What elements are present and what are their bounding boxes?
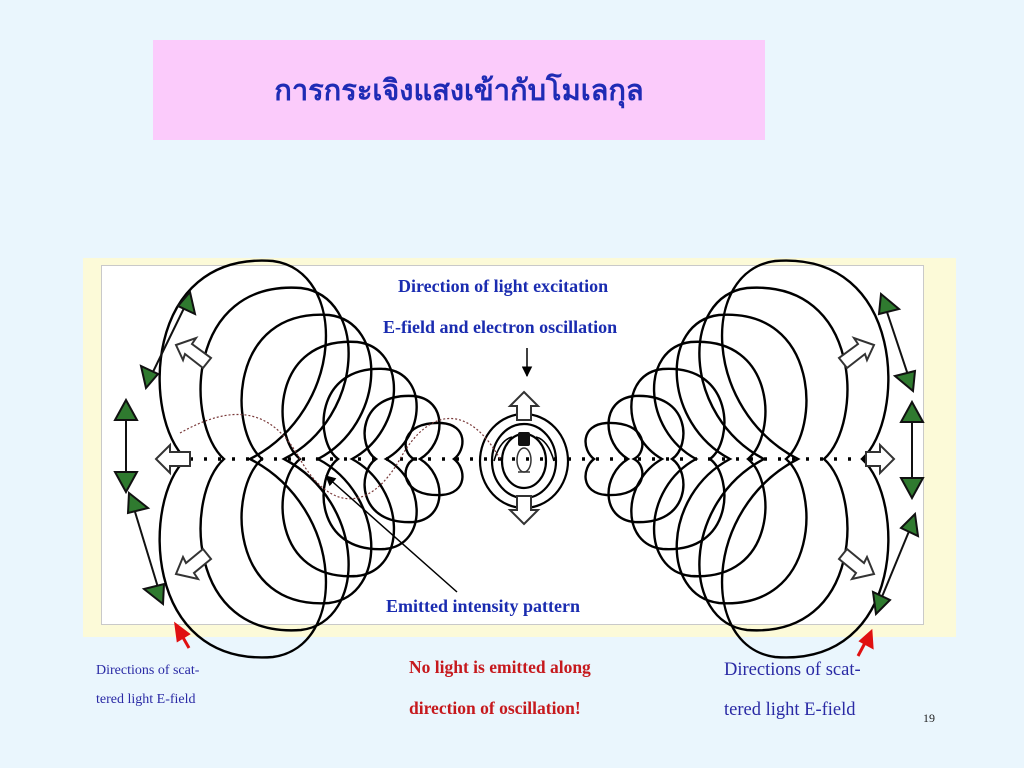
scattered-efield-arrows bbox=[113, 289, 925, 617]
upper-right-arrow-icon bbox=[837, 336, 876, 370]
right-lobe-contour bbox=[584, 421, 644, 497]
warning-caption-line2: direction of oscillation! bbox=[409, 698, 581, 718]
left-caption-line2: tered light E-field bbox=[96, 692, 196, 707]
upper-left-arrow-icon bbox=[174, 336, 213, 370]
right-arrow-icon bbox=[865, 442, 896, 476]
lower-right-arrow-icon bbox=[837, 547, 876, 581]
light-wave bbox=[179, 413, 501, 500]
right-caption-line2: tered light E-field bbox=[724, 700, 856, 720]
left-arrow-icon bbox=[154, 442, 191, 476]
right-lobe-contour bbox=[652, 340, 767, 578]
excitation-label-line2: E-field and electron oscillation bbox=[383, 317, 618, 337]
oscillating-electron-icon bbox=[516, 432, 532, 473]
title-box: การกระเจิงแสงเข้ากับโมเลกุล bbox=[153, 40, 765, 140]
red-pointers bbox=[174, 621, 874, 657]
excitation-label-line1: Direction of light excitation bbox=[398, 276, 609, 296]
left-caption-line1: Directions of scat- bbox=[96, 663, 200, 678]
intensity-pattern-label: Emitted intensity pattern bbox=[386, 596, 580, 616]
right-lobe-contour bbox=[698, 286, 849, 632]
left-lobe-contour bbox=[363, 394, 441, 524]
page-number: 19 bbox=[923, 711, 935, 725]
emission-direction-arrows bbox=[154, 336, 896, 581]
slide-title: การกระเจิงแสงเข้ากับโมเลกุล bbox=[274, 73, 644, 107]
left-lobe-contour bbox=[199, 286, 350, 632]
lower-left-arrow-icon bbox=[174, 547, 213, 581]
right-lobe-contour bbox=[675, 313, 808, 605]
left-lobe-contour bbox=[322, 367, 418, 551]
up-arrow-icon bbox=[507, 390, 541, 421]
right-lobe-contour bbox=[607, 394, 685, 524]
right-caption-line1: Directions of scat- bbox=[724, 660, 861, 680]
radiation-pattern-figure bbox=[101, 265, 924, 625]
warning-caption-line1: No light is emitted along bbox=[409, 657, 591, 677]
down-arrow-icon bbox=[507, 495, 541, 526]
pattern-pointer bbox=[325, 475, 458, 593]
